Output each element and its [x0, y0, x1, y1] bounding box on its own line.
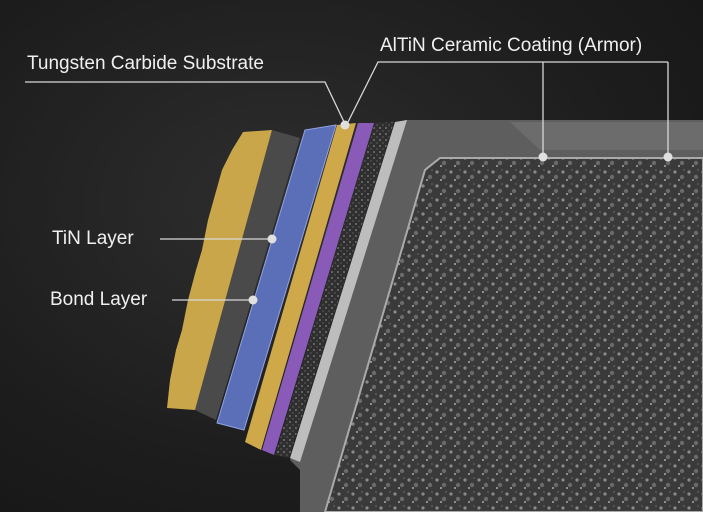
leader-lines — [25, 61, 669, 301]
marker-dots — [248, 120, 673, 305]
speckled-layer — [275, 122, 394, 458]
coating-top-highlight — [510, 122, 703, 150]
label-bond-layer: Bond Layer — [50, 289, 148, 310]
thin-light-layer — [290, 120, 407, 462]
gold-layer — [245, 123, 356, 450]
bond-layer — [195, 130, 300, 420]
label-substrate: Tungsten Carbide Substrate — [27, 53, 264, 74]
outer-gold-layer — [167, 130, 272, 410]
label-coating: AlTiN Ceramic Coating (Armor) — [380, 35, 643, 56]
label-tin-layer: TiN Layer — [52, 228, 134, 249]
blue-layer — [216, 124, 337, 431]
purple-layer — [262, 123, 374, 455]
substrate-grain — [323, 157, 703, 512]
